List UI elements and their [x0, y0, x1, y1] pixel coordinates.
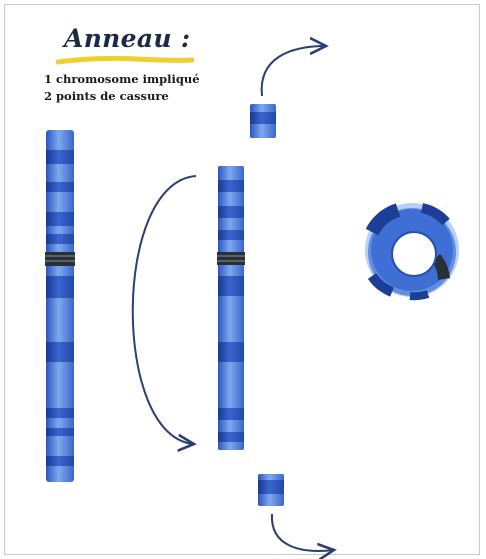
chromosome-band — [46, 276, 74, 298]
chromosome-band — [218, 230, 244, 240]
chromosome-band — [218, 206, 244, 218]
ring-chromosome — [368, 206, 456, 296]
chromosome-band — [46, 182, 74, 192]
chromosome-band — [46, 150, 74, 164]
fragment-loss-arrow-bottom — [272, 514, 334, 551]
chromosome-band — [46, 212, 74, 226]
chromosome-band — [218, 408, 244, 420]
chromosome-band — [46, 342, 74, 362]
chromosome-band — [218, 180, 244, 192]
chromosome-band — [46, 456, 74, 466]
rearrangement-arrow — [133, 176, 196, 444]
chromosome-band — [46, 408, 74, 418]
centromere — [45, 252, 75, 266]
chromosome-band — [46, 234, 74, 244]
normal-chromosome — [45, 130, 75, 482]
chromosome-band — [218, 342, 244, 362]
centromere — [217, 252, 245, 265]
lost-fragment-bottom — [258, 474, 284, 506]
chromosome-band — [46, 428, 74, 436]
chromosome-band — [218, 276, 244, 296]
broken-chromosome-center — [217, 166, 245, 450]
fragment-loss-arrow-top — [262, 46, 326, 96]
chromosome-band — [218, 432, 244, 442]
lost-fragment-top — [250, 104, 276, 138]
